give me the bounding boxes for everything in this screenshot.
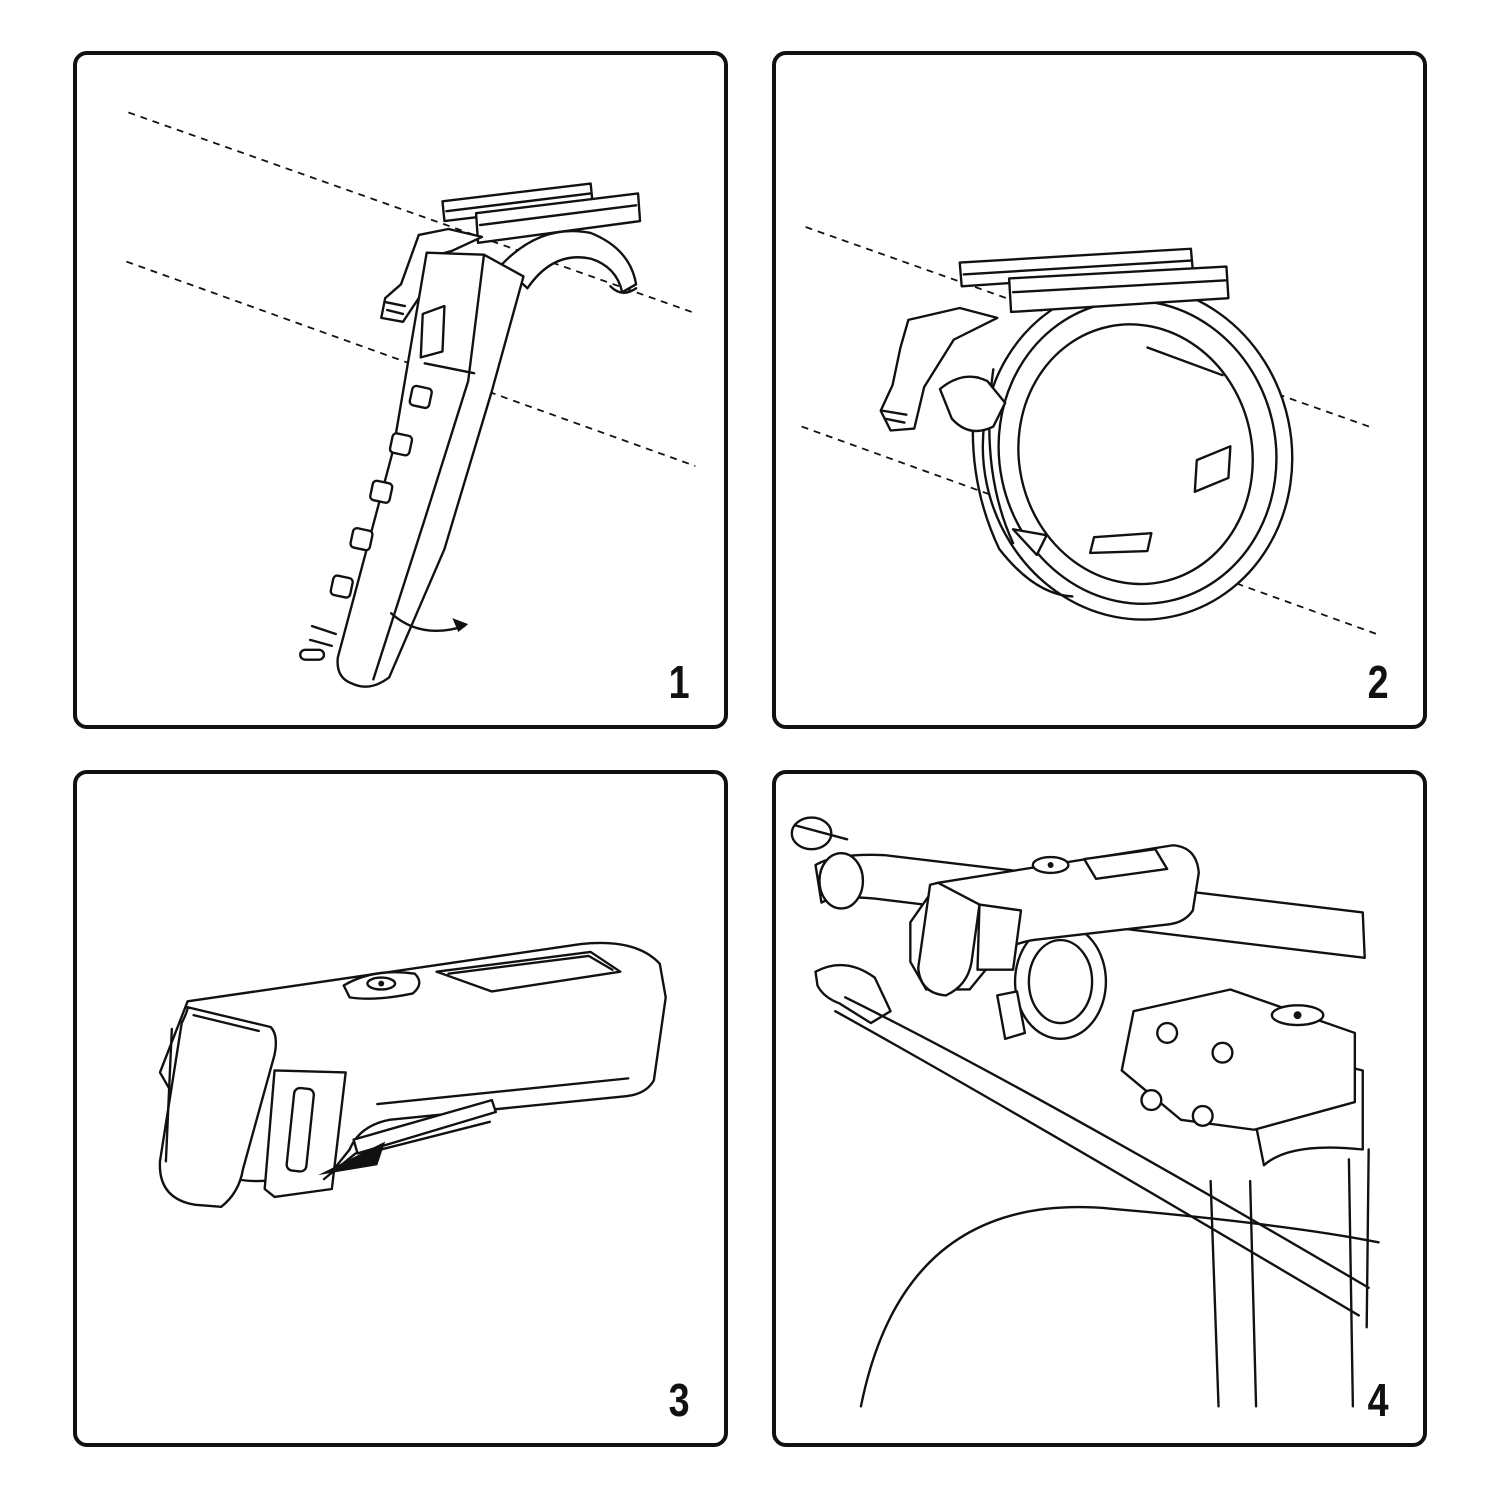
ring-window bbox=[1193, 445, 1232, 493]
clamp-ring-outer bbox=[981, 283, 1294, 621]
installed-light-illustration bbox=[790, 816, 1380, 1408]
power-button-icon bbox=[342, 971, 421, 1000]
display-window bbox=[1083, 848, 1169, 881]
left-arrow-icon bbox=[318, 1120, 492, 1176]
strap-mount-illustration bbox=[126, 111, 698, 688]
ring-window bbox=[1088, 532, 1153, 555]
stem bbox=[1120, 988, 1357, 1131]
mount-rail bbox=[441, 182, 642, 245]
side-vent bbox=[976, 903, 1023, 971]
ring-window bbox=[1011, 528, 1048, 557]
step-number: 3 bbox=[669, 1374, 690, 1426]
headlight-lens bbox=[158, 1006, 278, 1208]
clamp-hook bbox=[938, 375, 1007, 433]
step-3-panel: 3 bbox=[73, 770, 728, 1447]
brake-cables bbox=[834, 996, 1380, 1408]
step-number: 1 bbox=[669, 656, 690, 708]
headlight-lens bbox=[917, 881, 981, 997]
latch-lever bbox=[879, 306, 999, 432]
brake-lever bbox=[814, 963, 892, 1025]
curved-arrow-icon bbox=[389, 612, 469, 633]
clamp-arc bbox=[500, 229, 638, 294]
display-window bbox=[435, 950, 622, 993]
strap-tip-grip bbox=[299, 624, 337, 661]
clamp-ring-inner bbox=[1017, 323, 1254, 586]
bar-mount bbox=[996, 923, 1108, 1041]
handlebar-guide-line-top bbox=[128, 111, 698, 315]
strap-holes bbox=[329, 384, 433, 599]
step-number: 2 bbox=[1368, 656, 1389, 708]
light-slide-illustration bbox=[158, 941, 667, 1208]
step-4-panel: 4 bbox=[772, 770, 1427, 1447]
power-button-icon bbox=[1031, 855, 1070, 875]
step-2-panel: 2 bbox=[772, 51, 1427, 729]
mount-rail bbox=[958, 247, 1230, 314]
step-number: 4 bbox=[1368, 1374, 1389, 1426]
rubber-strap bbox=[336, 251, 525, 688]
closed-mount-illustration bbox=[801, 226, 1377, 635]
handlebar-guide-line-bottom bbox=[126, 260, 696, 467]
mount-rail bbox=[352, 1098, 498, 1155]
strap-buckle bbox=[419, 304, 446, 359]
step-1-panel: 1 bbox=[73, 51, 728, 729]
